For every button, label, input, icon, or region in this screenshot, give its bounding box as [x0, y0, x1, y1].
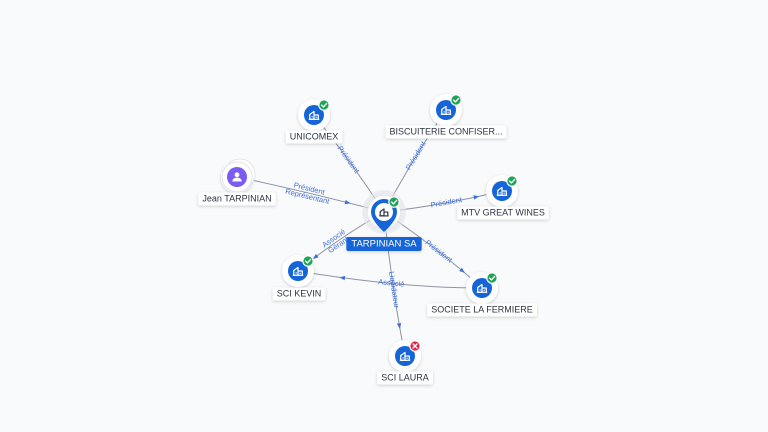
status-active-icon	[450, 94, 462, 106]
building-icon	[308, 110, 320, 120]
status-active-icon	[302, 255, 314, 267]
edge-fermiere-scikevin: Associé	[297, 270, 483, 289]
node-fermiere[interactable]: SOCIETE LA FERMIERE	[427, 272, 537, 317]
node-label-text: BISCUITERIE CONFISER...	[389, 126, 502, 136]
node-unicomex[interactable]: UNICOMEX	[285, 99, 343, 144]
edge-label: Liquidateur	[387, 271, 401, 310]
building-icon	[379, 208, 389, 217]
status-active-icon	[318, 99, 330, 111]
node-scilaura[interactable]: SCI LAURA	[377, 340, 433, 385]
label-box	[285, 130, 343, 144]
node-label-text: SOCIETE LA FERMIERE	[431, 304, 533, 314]
building-icon	[399, 351, 411, 361]
label-box	[198, 192, 276, 206]
node-label-text: MTV GREAT WINES	[461, 207, 545, 217]
node-biscuiterie[interactable]: BISCUITERIE CONFISER...	[385, 94, 507, 139]
node-label-text: SCI KEVIN	[277, 288, 322, 298]
edge-label: Associé	[378, 277, 405, 288]
center-node[interactable]: TARPINIAN SA	[346, 190, 422, 251]
node-label[interactable]: SCI KEVIN	[272, 287, 326, 301]
edge-arrow	[312, 253, 319, 260]
edge-label: Président	[424, 238, 455, 265]
label-box	[385, 125, 507, 139]
node-label-text: SCI LAURA	[381, 372, 429, 382]
node-label[interactable]: UNICOMEX	[285, 130, 343, 144]
edge-label: Président	[336, 144, 362, 176]
status-active-icon	[388, 196, 400, 208]
node-label-text: Jean TARPINIAN	[202, 193, 271, 203]
nodes-layer: UNICOMEX BISCUITERIE CONFISER... Jean TARP…	[198, 94, 549, 385]
building-icon	[476, 283, 488, 293]
edge-arrow	[473, 195, 480, 200]
edge-arrow	[396, 323, 402, 329]
edge-arrow	[459, 267, 465, 273]
status-active-icon	[506, 175, 518, 187]
edge-arrow	[339, 275, 346, 281]
building-icon	[496, 186, 508, 196]
node-label[interactable]: SOCIETE LA FERMIERE	[427, 303, 537, 317]
building-icon	[440, 105, 452, 115]
edge-label: Président	[404, 139, 429, 172]
node-scikevin[interactable]: SCI KEVIN	[272, 255, 326, 301]
node-label-text: UNICOMEX	[290, 131, 339, 141]
node-jean[interactable]: Jean TARPINIAN	[198, 158, 276, 206]
status-active-icon	[486, 272, 498, 284]
label-box	[377, 371, 433, 385]
node-label[interactable]: MTV GREAT WINES	[457, 206, 549, 220]
node-label[interactable]: Jean TARPINIAN	[198, 192, 276, 206]
label-box	[457, 206, 549, 220]
node-label[interactable]: SCI LAURA	[377, 371, 433, 385]
center-label-text: TARPINIAN SA	[351, 239, 417, 250]
center-label-box	[346, 237, 422, 251]
label-box	[272, 287, 326, 301]
edge-arrow	[344, 199, 351, 205]
building-icon	[292, 266, 304, 276]
label-box	[427, 303, 537, 317]
person-icon	[232, 172, 242, 182]
center-label[interactable]: TARPINIAN SA	[346, 237, 422, 251]
edge-line	[297, 270, 483, 289]
node-mtv[interactable]: MTV GREAT WINES	[457, 175, 549, 220]
status-closed-icon	[409, 340, 421, 352]
node-label[interactable]: BISCUITERIE CONFISER...	[385, 125, 507, 139]
